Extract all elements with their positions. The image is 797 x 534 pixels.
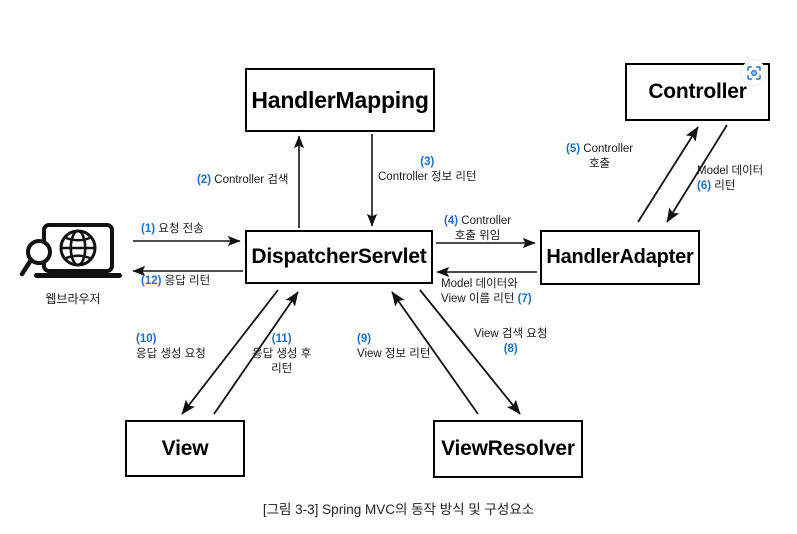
edge-5-number: (5) [566,143,581,155]
node-handleradapter[interactable]: HandlerAdapter [540,230,700,285]
edge-3-text: Controller 정보 리턴 [378,171,477,184]
edge-11-text-line2: 리턴 [271,363,293,376]
node-view[interactable]: View [125,420,245,477]
edge-10-number: (10) [136,333,157,345]
edge-10-text: 응답 생성 요청 [136,348,206,361]
edge-label-11: (11) 응답 생성 후 리턴 [252,332,311,378]
laptop-globe-magnifier-glyph [19,223,122,278]
edge-11-number: (11) [271,333,292,345]
edge-2-number: (2) [197,174,212,186]
edge-8-text: View 검색 요청 [474,328,548,340]
lens-glyph [746,65,761,80]
figure-caption: [그림 3-3] Spring MVC의 동작 방식 및 구성요소 [262,502,535,517]
edge-5-text-line2: 호출 [588,158,611,171]
edge-12-number: (12) [141,275,162,287]
edge-label-6: Model 데이터 (6) 리턴 [697,164,763,194]
edge-1-number: (1) [141,223,156,235]
edge-8-number: (8) [503,343,518,356]
edge-4-number: (4) [444,215,459,227]
node-dispatcherservlet[interactable]: DispatcherServlet [245,230,433,284]
edge-7-text-line1: Model 데이터와 [441,278,518,290]
edge-label-12: (12) 응답 리턴 [141,274,210,289]
edge-label-1: (1) 요청 전송 [141,222,204,237]
edge-6-text-line2: 리턴 [714,180,736,193]
web-browser-label: 웹브라우저 [45,292,101,306]
edge-label-10: (10) 응답 생성 요청 [136,332,206,362]
edge-9-number: (9) [357,333,372,345]
edge-4-text-line2: 호출 위임 [454,230,501,243]
edge-1-text: 요청 전송 [158,223,204,235]
edge-2-text: Controller 검색 [214,174,289,186]
edge-7-text-line2: View 이름 리턴 [441,293,515,306]
edge-label-9: (9) View 정보 리턴 [357,332,430,362]
edge-5-arrow [637,126,699,223]
edge-7-number: (7) [517,293,532,306]
node-viewresolver[interactable]: ViewResolver [433,420,583,478]
edge-4-text-line1: Controller [461,215,512,227]
edge-6-number: (6) [697,180,712,193]
edge-11-text-line1: 응답 생성 후 [252,348,312,361]
node-controller[interactable]: Controller [625,63,770,121]
google-lens-scan-icon[interactable] [741,60,766,85]
edge-label-7: Model 데이터와 View 이름 리턴 (7) [441,277,532,307]
edge-3-number: (3) [420,156,435,168]
edge-9-text: View 정보 리턴 [357,348,431,361]
edge-label-3: (3) Controller 정보 리턴 [378,155,477,185]
edge-5-text-line1: Controller [583,143,634,155]
edge-label-5: (5) Controller 호출 [566,142,633,172]
edge-12-text: 응답 리턴 [164,275,211,287]
edge-6-text-line1: Model 데이터 [697,165,764,177]
node-handlermapping[interactable]: HandlerMapping [245,68,435,132]
edge-label-4: (4) Controller 호출 위임 [444,214,511,244]
edge-label-8: View 검색 요청 (8) [474,327,547,357]
web-browser-icon [18,222,128,284]
edge-label-2: (2) Controller 검색 [197,173,288,188]
